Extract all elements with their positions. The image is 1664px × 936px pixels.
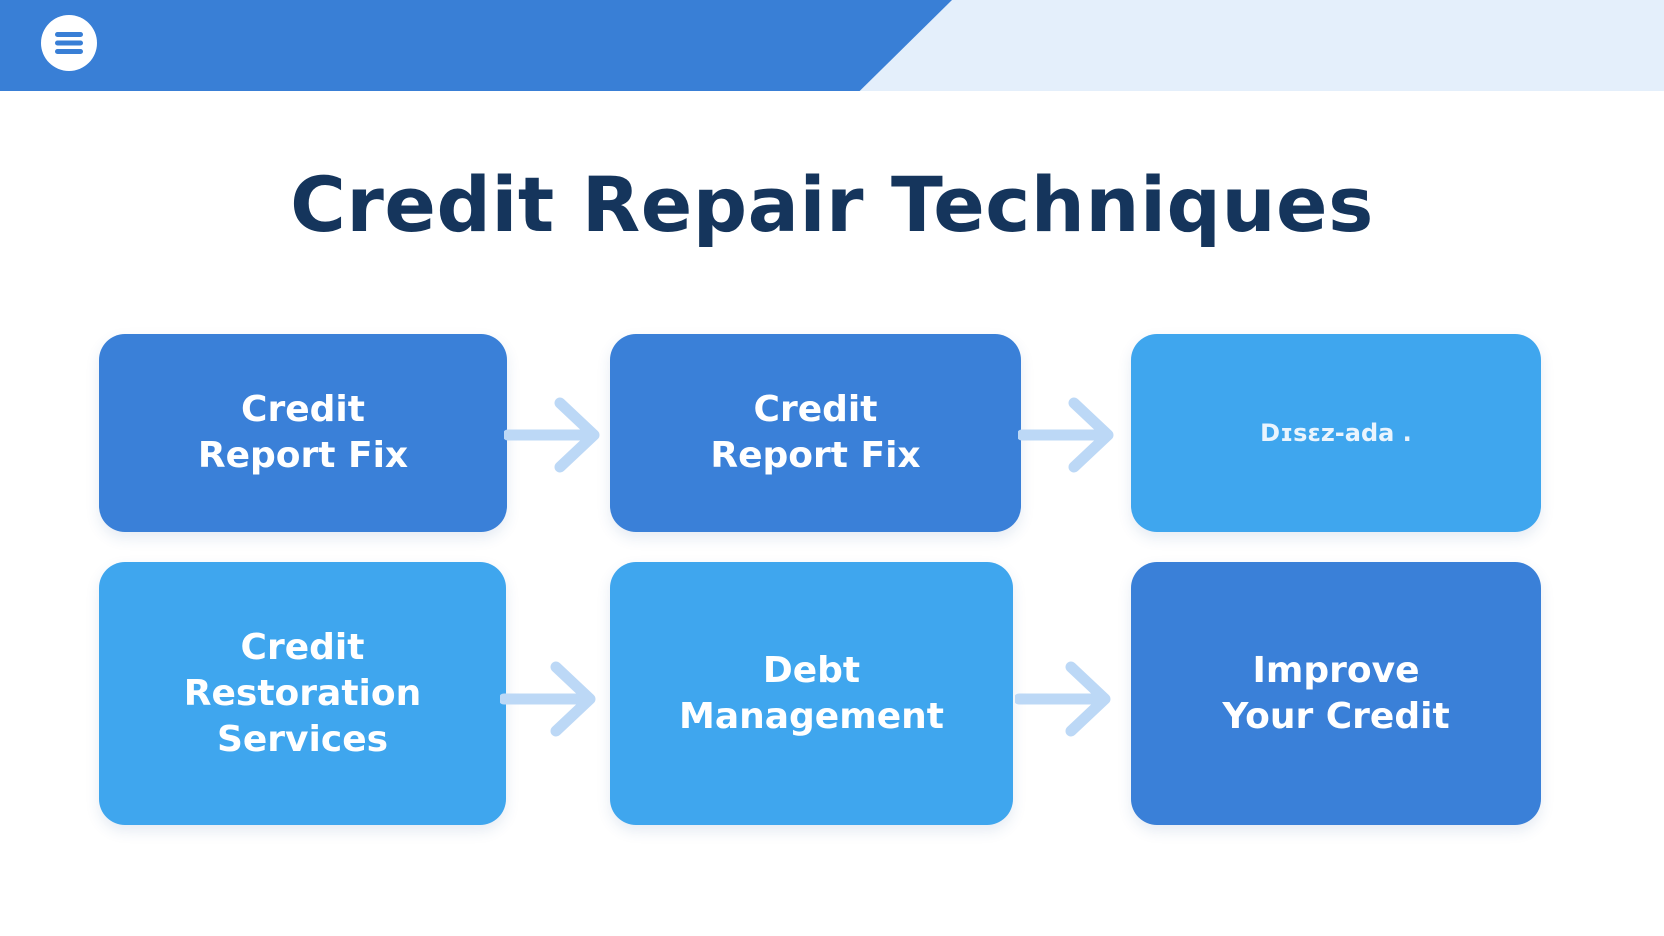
card-credit-report-fix-1: Credit Report Fix [99, 334, 507, 532]
card-credit-report-fix-2: Credit Report Fix [610, 334, 1021, 532]
arrow-right-icon [1015, 661, 1111, 737]
page-title: Credit Repair Techniques [290, 160, 1374, 249]
arrow-right-icon [500, 661, 596, 737]
hamburger-menu-icon [55, 32, 83, 54]
card-credit-restoration-services: Credit Restoration Services [99, 562, 506, 825]
menu-button[interactable] [41, 15, 97, 71]
card-debt-management: Debt Management [610, 562, 1013, 825]
header-banner [0, 0, 952, 91]
card-garbled-label: Dɪsɛz-ada . [1131, 334, 1541, 532]
card-improve-your-credit: Improve Your Credit [1131, 562, 1541, 825]
arrow-right-icon [504, 397, 600, 473]
arrow-right-icon [1018, 397, 1114, 473]
